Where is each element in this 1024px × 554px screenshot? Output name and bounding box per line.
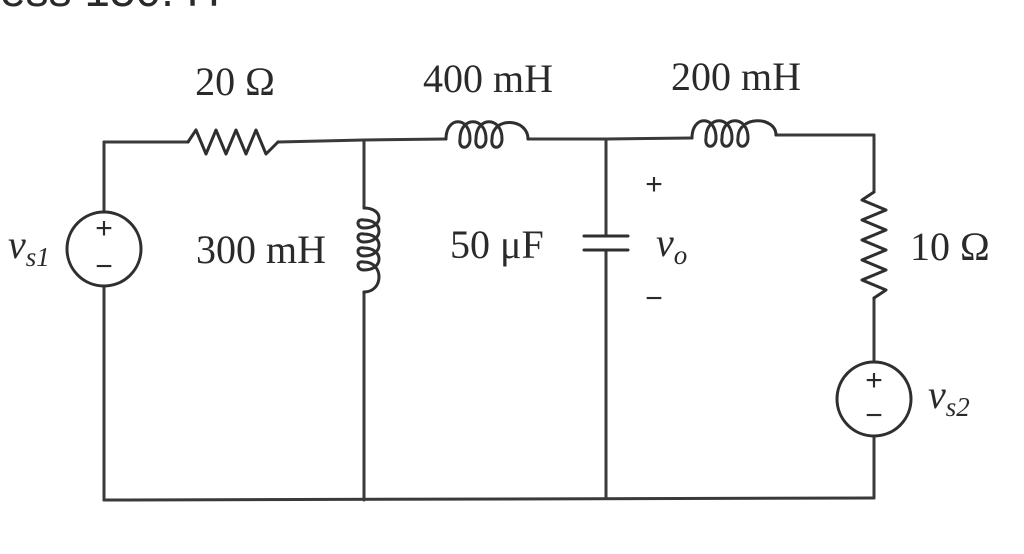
voltage-source-vs1: + − [65, 210, 143, 288]
label-vs1-base: v [8, 222, 26, 267]
label-vs1-sub: s1 [26, 242, 50, 272]
label-vs2-base: v [928, 372, 946, 417]
source-vs2-plus: + [865, 364, 883, 397]
label-inductor-200: 200 mH [671, 54, 801, 99]
resistor-20-ohm [186, 128, 280, 156]
label-inductor-400: 400 mH [423, 56, 553, 101]
wire-top-5 [604, 136, 694, 141]
label-vs2: vs2 [928, 372, 970, 422]
resistor-10-ohm [860, 190, 888, 300]
wire-top-2 [276, 138, 366, 144]
source-vs1-circle [65, 210, 143, 288]
header-fragment: ess 150. H [0, 0, 220, 16]
label-resistor-20: 20 Ω [195, 59, 275, 104]
voltage-source-vs2: + − [835, 360, 913, 438]
inductor-200-mh [690, 119, 778, 148]
label-vo: vo [656, 220, 687, 270]
label-inductor-300: 300 mH [196, 227, 326, 272]
vo-plus: + [645, 168, 663, 201]
wire-top-3 [362, 137, 448, 142]
source-vs2-minus: − [865, 399, 883, 432]
inductor-400-mh [444, 120, 530, 149]
capacitor-50-uf [582, 234, 630, 252]
wire-bottom [102, 496, 876, 502]
label-vs1: vs1 [8, 222, 50, 272]
wires [102, 133, 876, 502]
label-vs2-sub: s2 [946, 392, 970, 422]
label-vo-base: v [656, 220, 674, 265]
source-vs1-minus: − [95, 250, 113, 283]
label-capacitor-50: 50 μF [450, 222, 544, 267]
source-vs2-circle [835, 360, 913, 438]
inductor-300-mh [356, 206, 381, 294]
vo-minus: − [645, 282, 663, 315]
source-vs1-plus: + [95, 212, 113, 245]
label-resistor-10: 10 Ω [910, 224, 990, 269]
label-vo-sub: o [674, 240, 688, 270]
